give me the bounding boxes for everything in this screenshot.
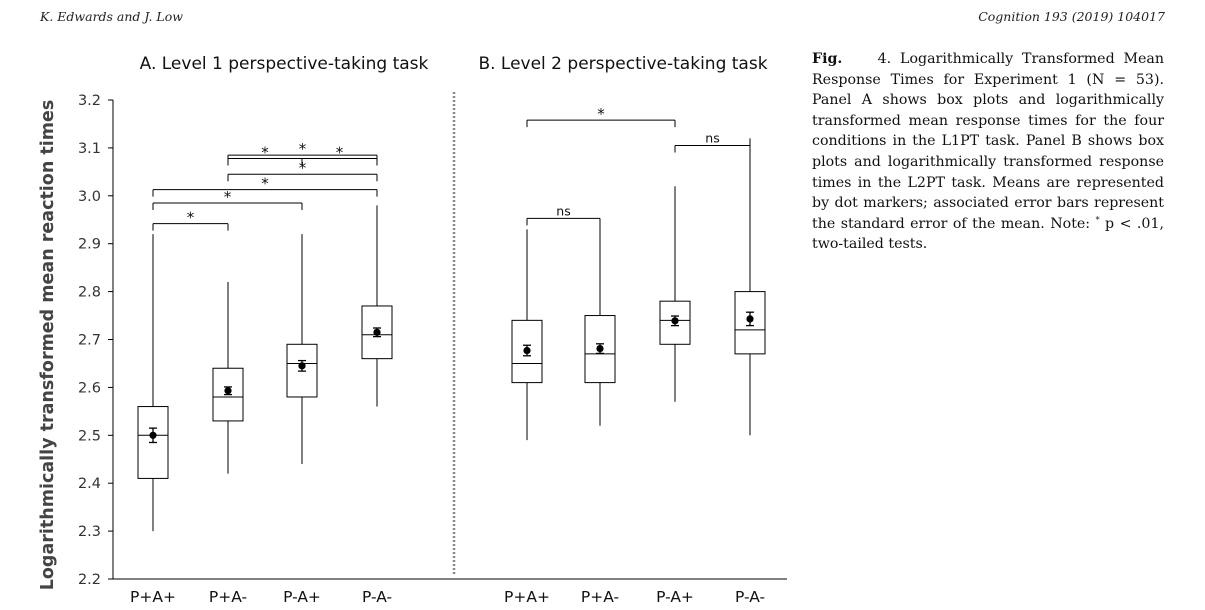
running-header-journal: Cognition 193 (2019) 104017: [978, 9, 1165, 24]
box-iqr: [361, 305, 393, 360]
significance-label: *: [299, 140, 307, 158]
x-tick-label: P+A+: [130, 588, 176, 606]
mean-marker: [523, 346, 531, 355]
caption-text: Logarithmically Transformed Mean Respons…: [812, 51, 1164, 232]
box-iqr: [137, 406, 169, 479]
caption-number: 4.: [877, 51, 892, 67]
significance-label: *: [299, 159, 307, 177]
significance-label: *: [261, 175, 269, 193]
figure-chart: 2.2 2.3 2.4 2.5 2.6 2.7 2.8 2.9 3.0 3.1 3.2 Logarit…: [38, 54, 787, 606]
caption-text-end: p < .01, two-tailed tests.: [812, 215, 1164, 253]
y-axis-label: Logarithmically transformed mean reactio…: [38, 100, 58, 591]
mean-marker: [298, 362, 306, 370]
y-tick-label: 2.2: [78, 572, 101, 588]
panel-title: B. Level 2 perspective-taking task: [478, 54, 767, 74]
mean-marker: [149, 431, 157, 439]
significance-label: ns: [556, 203, 570, 218]
mean-marker: [746, 315, 754, 323]
box-iqr: [212, 367, 244, 422]
y-tick-label: 3.0: [78, 189, 101, 205]
figure-caption: Fig. 4. Logarithmically Transformed Mean…: [812, 49, 1164, 255]
y-tick-label: 3.1: [78, 141, 101, 157]
mean-marker: [224, 387, 232, 395]
mean-marker: [596, 345, 604, 353]
mean-marker: [671, 317, 679, 325]
caption-label: Fig.: [812, 51, 843, 67]
significance-label: *: [224, 188, 232, 206]
y-tick-label: 2.9: [78, 237, 101, 253]
significance-label: ns: [705, 131, 719, 146]
x-tick-label: P-A+: [283, 588, 321, 606]
y-tick-label: 2.3: [78, 524, 101, 540]
significance-label: *: [597, 105, 605, 123]
running-header-authors: K. Edwards and J. Low: [40, 9, 183, 24]
caption-star: *: [1095, 215, 1100, 225]
x-tick-label: P-A-: [735, 588, 765, 606]
box-iqr: [659, 300, 691, 345]
x-tick-label: P+A+: [504, 588, 550, 606]
y-tick-label: 2.7: [78, 333, 101, 349]
x-tick-label: P+A-: [581, 588, 619, 606]
x-tick-label: P+A-: [209, 588, 247, 606]
x-tick-label: P-A+: [656, 588, 694, 606]
y-tick-label: 2.5: [78, 428, 101, 444]
significance-label: *: [187, 209, 195, 227]
x-tick-label: P-A-: [362, 588, 392, 606]
mean-marker: [373, 328, 381, 336]
box-iqr: [511, 319, 543, 384]
significance-label: *: [336, 143, 344, 161]
y-tick-label: 2.6: [78, 380, 101, 396]
y-tick-label: 2.4: [78, 476, 101, 492]
box-iqr: [584, 315, 616, 384]
y-tick-label: 3.2: [78, 93, 101, 109]
y-tick-label: 2.8: [78, 285, 101, 301]
significance-label: *: [261, 143, 269, 161]
box-iqr: [286, 343, 318, 398]
panel-title: A. Level 1 perspective-taking task: [140, 54, 429, 74]
box-iqr: [734, 291, 766, 355]
